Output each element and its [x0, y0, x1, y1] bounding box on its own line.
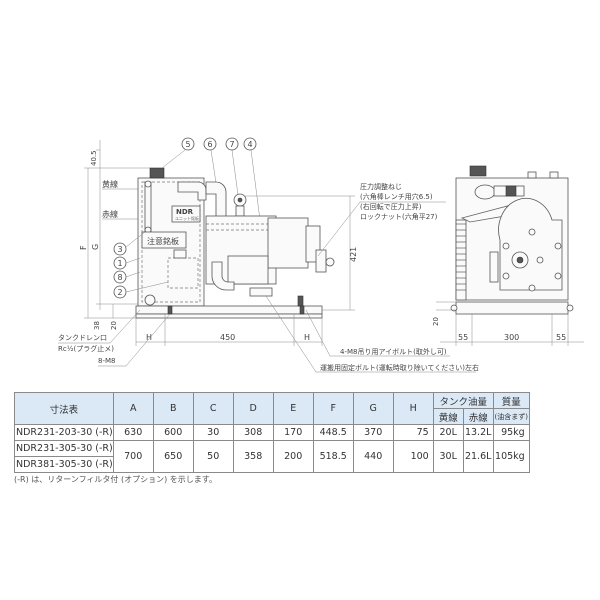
front-view: 40.5 F G 38 20 黄線 赤線 NDR ユニット銘板 注意銘板 3: [58, 137, 479, 373]
pressure-screw-sub2: (右回転で圧力上昇): [360, 202, 422, 211]
cell-tank-yellow: 30L: [432, 440, 464, 473]
cell-D: 358: [232, 440, 274, 473]
cell-G: 370: [352, 424, 394, 441]
cell-H: 75: [392, 424, 434, 441]
col-header-tank-yellow: 黄線: [432, 408, 464, 425]
cell-E: 200: [272, 440, 314, 473]
lock-nut-label: ロックナット(六角平27): [360, 212, 438, 221]
callout-7: 7: [225, 137, 239, 151]
dim-421: 421: [349, 247, 358, 262]
dim-G: G: [91, 244, 100, 250]
cell-E: 170: [272, 424, 314, 441]
cell-H: 100: [392, 440, 434, 473]
cell-mass: 105kg: [492, 440, 530, 473]
header-row: 寸法表 A B C D E F G H タンク油量 質量: [14, 392, 530, 425]
model-name: NDR231-305-30 (-R): [14, 440, 114, 457]
callout-2: 2: [113, 285, 127, 299]
col-header-B: B: [152, 392, 194, 425]
cell-mass: 95kg: [492, 424, 530, 441]
cell-C: 30: [192, 424, 234, 441]
side-view: 55 300 55 20: [432, 165, 584, 346]
ndr-brand: NDR: [176, 208, 194, 216]
pressure-screw-sub1: (六角棒レンチ用穴6.5): [360, 192, 433, 201]
unit-plate-label: ユニット銘板: [175, 215, 199, 221]
svg-text:5: 5: [185, 140, 190, 149]
col-header-D: D: [232, 392, 274, 425]
dim-20: 20: [110, 321, 118, 330]
col-header-C: C: [192, 392, 234, 425]
svg-text:1: 1: [117, 259, 122, 268]
svg-text:6: 6: [207, 140, 212, 149]
col-header-E: E: [272, 392, 314, 425]
header-subrow: 黄線 赤線 (油含まず): [15, 408, 530, 425]
table-row: NDR231-203-30 (-R) 630 600 30 308 170 44…: [14, 424, 530, 441]
col-header-mass-sub: (油含まず): [492, 408, 530, 425]
col-header-G: G: [352, 392, 394, 425]
cell-F: 448.5: [312, 424, 354, 441]
dim-450: 450: [220, 333, 235, 342]
model-name: NDR381-305-30 (-R): [14, 456, 114, 473]
red-line-label: 赤線: [102, 209, 118, 219]
dim-H-left: H: [146, 333, 152, 342]
dim-40-5: 40.5: [90, 150, 98, 166]
col-header-mass: 質量: [492, 392, 530, 409]
col-header-tank: タンク油量: [432, 392, 494, 409]
caution-plate-label: 注意銘板: [147, 236, 179, 246]
cell-G: 440: [352, 440, 394, 473]
dimension-table: 寸法表 A B C D E F G H タンク油量 質量 黄線 赤線 (油含まず…: [14, 392, 530, 473]
footnote: (-R) は、リターンフィルタ付 (オプション) を示します。: [14, 475, 217, 484]
cell-tank-red: 21.6L: [462, 440, 494, 473]
bolts-8m8-label: 8-M8: [98, 357, 115, 365]
pressure-screw-label: 圧力調整ねじ: [360, 182, 402, 191]
cell-C: 50: [192, 440, 234, 473]
side-dim-20: 20: [432, 317, 440, 326]
callout-1: 1: [113, 256, 127, 270]
col-header-H: H: [392, 392, 434, 425]
callout-8: 8: [113, 270, 127, 284]
dim-H-right: H: [304, 333, 310, 342]
col-header-tank-red: 赤線: [462, 408, 494, 425]
cell-tank-red: 13.2L: [462, 424, 494, 441]
cell-A: 630: [112, 424, 154, 441]
side-dim-300: 300: [504, 333, 519, 342]
yellow-line-label: 黄線: [102, 179, 118, 189]
side-dim-55-right: 55: [556, 333, 566, 342]
cell-D: 308: [232, 424, 274, 441]
col-header-A: A: [112, 392, 154, 425]
svg-text:3: 3: [117, 245, 122, 254]
transport-bolt-label: 運搬用固定ボルト(運転時取り除いてください)左右: [320, 363, 479, 372]
eye-bolt-label: 4-M8吊り用アイボルト(取外し可): [340, 347, 447, 356]
technical-drawing: 40.5 F G 38 20 黄線 赤線 NDR ユニット銘板 注意銘板 3: [58, 137, 584, 373]
cell-B: 600: [152, 424, 194, 441]
dim-38: 38: [93, 321, 101, 330]
model-name: NDR231-203-30 (-R): [14, 424, 114, 441]
callout-4: 4: [243, 137, 257, 151]
svg-text:7: 7: [229, 140, 234, 149]
callout-6: 6: [203, 137, 217, 151]
dim-F: F: [79, 245, 88, 250]
cell-B: 650: [152, 440, 194, 473]
col-header-F: F: [312, 392, 354, 425]
table-row: NDR381-305-30 (-R): [14, 456, 530, 473]
cell-F: 518.5: [312, 440, 354, 473]
callout-3: 3: [113, 242, 127, 256]
side-dim-55-left: 55: [458, 333, 468, 342]
cell-tank-yellow: 20L: [432, 424, 464, 441]
svg-text:8: 8: [117, 273, 122, 282]
svg-text:4: 4: [247, 140, 252, 149]
cell-A: 700: [112, 440, 154, 473]
table-title: 寸法表: [14, 392, 114, 425]
table-row: NDR231-305-30 (-R) 700 650 50 358 200 51…: [14, 440, 530, 473]
callout-5: 5: [181, 137, 195, 151]
tank-drain-label: タンクドレン口: [58, 333, 107, 342]
svg-text:2: 2: [117, 288, 122, 297]
tank-drain-sub-label: Rc½(プラグ止メ): [58, 344, 114, 353]
